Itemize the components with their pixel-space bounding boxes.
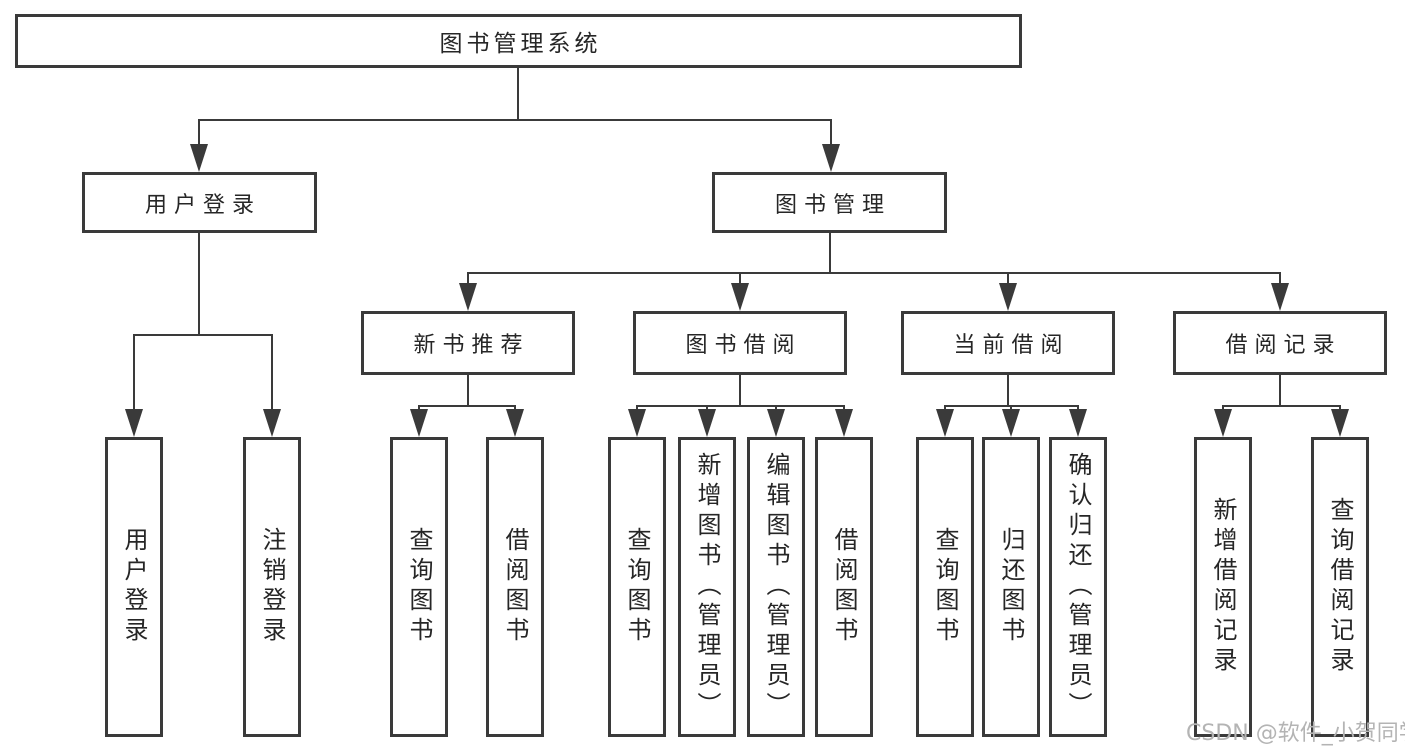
arrow-down-icon [1214,409,1232,437]
arrow-down-icon [1331,409,1349,437]
leaf-add-books-admin-label: 新增图书（管理员） [693,452,721,722]
node-book-management-label: 图书管理 [774,192,891,218]
connector-drop-leaf [418,405,420,411]
connector-drop-leaf [775,405,777,411]
connector-drop-leaf [514,405,516,411]
leaf-borrow-books-label: 借阅图书 [830,527,858,647]
leaf-confirm-return-admin-label: 确认归还（管理员） [1064,452,1092,722]
connector-user-login-stem [198,233,200,336]
arrow-down-icon [628,409,646,437]
arrow-down-icon [835,409,853,437]
connector-drop-borrow-records [1279,272,1281,284]
node-borrow-records-label: 借阅记录 [1225,333,1342,358]
leaf-query-books-borrow-label: 查询图书 [623,527,651,647]
csdn-watermark: CSDN @软件_小贺同学 [1186,721,1405,746]
leaf-return-books-label: 归还图书 [997,527,1025,647]
connector-drop-new-book [467,272,469,284]
node-book-borrow: 图书借阅 [633,311,847,375]
connector-drop-leaf [706,405,708,411]
arrow-down-icon [731,283,749,311]
leaf-borrow-books-recommend: 借阅图书 [486,437,544,737]
leaf-add-books-admin: 新增图书（管理员） [678,437,736,737]
connector-drop-leaf [271,334,273,411]
connector-borrow-records-branch [1222,405,1341,407]
connector-root-stem [517,68,519,120]
connector-drop-leaf [843,405,845,411]
node-user-login: 用户登录 [82,172,317,233]
arrow-down-icon [410,409,428,437]
node-current-borrow: 当前借阅 [901,311,1115,375]
node-book-borrow-label: 图书借阅 [685,333,802,358]
node-root-system: 图书管理系统 [15,14,1022,68]
leaf-add-borrow-record: 新增借阅记录 [1194,437,1252,737]
node-new-book-recommend-label: 新书推荐 [413,333,530,358]
connector-drop-leaf [1222,405,1224,411]
leaf-return-books: 归还图书 [982,437,1040,737]
connector-drop-leaf [1077,405,1079,411]
arrow-down-icon [936,409,954,437]
leaf-query-books-recommend: 查询图书 [390,437,448,737]
arrow-down-icon [506,409,524,437]
connector-current-borrow-stem [1007,375,1009,406]
leaf-query-books-current-label: 查询图书 [931,527,959,647]
connector-borrow-records-stem [1279,375,1281,406]
arrow-down-icon [999,283,1017,311]
connector-book-management-stem [829,233,831,273]
arrow-down-icon [767,409,785,437]
connector-book-borrow-branch [636,405,845,407]
leaf-borrow-books-recommend-label: 借阅图书 [501,527,529,647]
connector-drop-user-login [198,119,200,146]
leaf-logout-label: 注销登录 [258,527,286,647]
arrow-down-icon [263,409,281,437]
leaf-edit-books-admin: 编辑图书（管理员） [747,437,805,737]
node-new-book-recommend: 新书推荐 [361,311,575,375]
connector-drop-book-borrow [739,272,741,284]
leaf-user-login-label: 用户登录 [120,527,148,647]
connector-new-book-stem [467,375,469,406]
connector-drop-leaf [1339,405,1341,411]
connector-drop-leaf [133,334,135,411]
connector-drop-current-borrow [1007,272,1009,284]
arrow-down-icon [125,409,143,437]
node-root-label: 图书管理系统 [439,31,602,57]
leaf-confirm-return-admin: 确认归还（管理员） [1049,437,1107,737]
arrow-down-icon [1002,409,1020,437]
connector-drop-leaf [1010,405,1012,411]
arrow-down-icon [822,144,840,172]
leaf-query-borrow-record: 查询借阅记录 [1311,437,1369,737]
connector-new-book-branch [418,405,516,407]
leaf-add-borrow-record-label: 新增借阅记录 [1209,497,1237,677]
node-book-management: 图书管理 [712,172,947,233]
arrow-down-icon [1069,409,1087,437]
connector-drop-book-management [830,119,832,146]
leaf-query-books-recommend-label: 查询图书 [405,527,433,647]
leaf-query-books-borrow: 查询图书 [608,437,666,737]
connector-drop-leaf [636,405,638,411]
arrow-down-icon [190,144,208,172]
connector-level2-branch [198,119,832,121]
connector-user-login-branch [133,334,273,336]
arrow-down-icon [459,283,477,311]
connector-book-borrow-stem [739,375,741,406]
leaf-query-borrow-record-label: 查询借阅记录 [1326,497,1354,677]
node-current-borrow-label: 当前借阅 [953,333,1070,358]
arrow-down-icon [698,409,716,437]
leaf-borrow-books: 借阅图书 [815,437,873,737]
connector-drop-leaf [944,405,946,411]
node-user-login-label: 用户登录 [144,192,261,218]
node-borrow-records: 借阅记录 [1173,311,1387,375]
arrow-down-icon [1271,283,1289,311]
connector-level3-branch [467,272,1281,274]
leaf-edit-books-admin-label: 编辑图书（管理员） [762,452,790,722]
leaf-query-books-current: 查询图书 [916,437,974,737]
leaf-logout: 注销登录 [243,437,301,737]
leaf-user-login: 用户登录 [105,437,163,737]
